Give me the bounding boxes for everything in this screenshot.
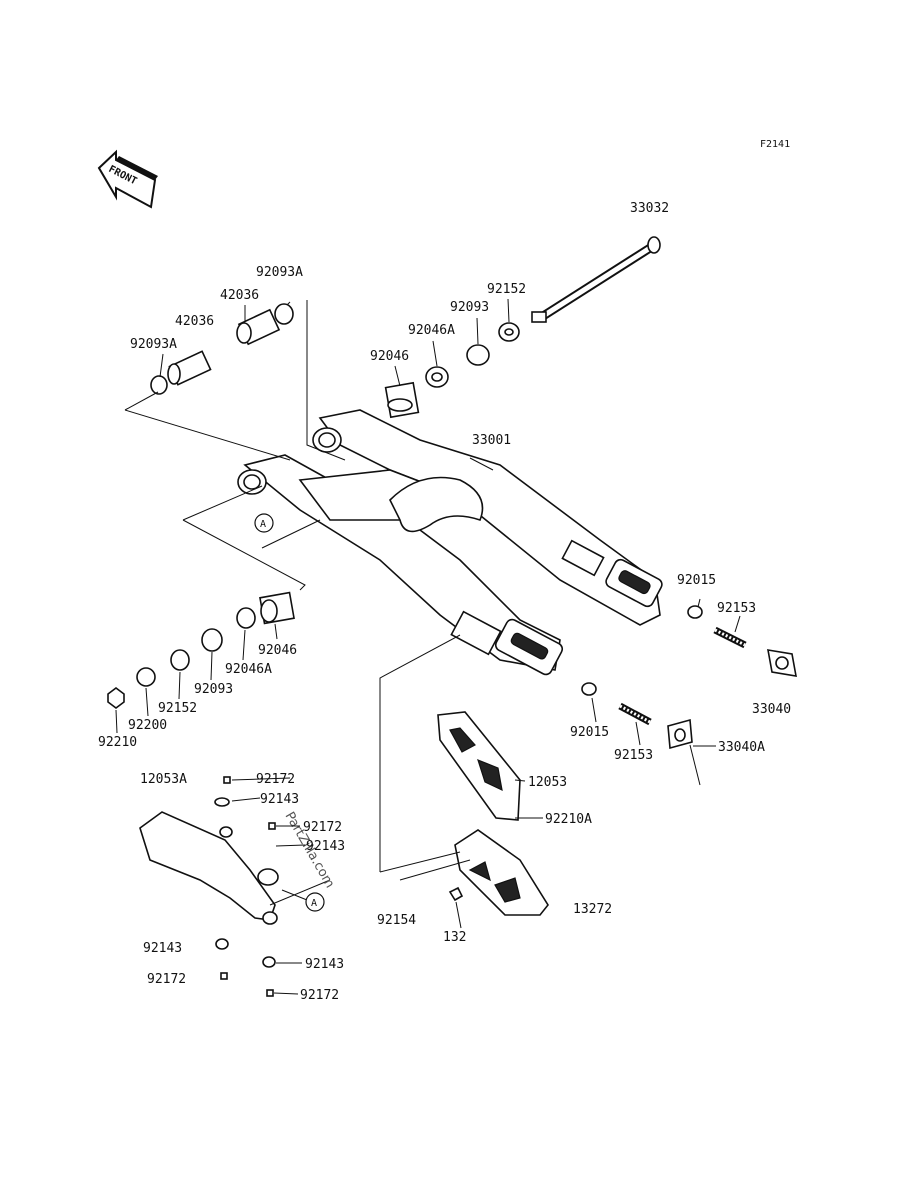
label-92015-lower: 92015: [570, 725, 609, 740]
figure-code: F2141: [760, 139, 790, 150]
swingarm-body: [237, 409, 663, 676]
label-92143-c: 92143: [143, 941, 182, 956]
label-92210: 92210: [98, 735, 137, 750]
label-92153-right: 92153: [717, 601, 756, 616]
svg-text:A: A: [311, 898, 317, 909]
label-92046-bottom: 92046: [258, 643, 297, 658]
label-92046a-bottom: 92046A: [225, 662, 272, 677]
pivot-shaft: [531, 236, 661, 323]
label-132: 132: [443, 930, 466, 945]
label-92172-c: 92172: [147, 972, 186, 987]
label-leaders: [115, 298, 741, 995]
label-92015-right: 92015: [677, 573, 716, 588]
label-92172-a: 92172: [256, 772, 295, 787]
label-92143-d: 92143: [305, 957, 344, 972]
label-12053: 12053: [528, 775, 567, 790]
label-33001: 33001: [472, 433, 511, 448]
label-33040a: 33040A: [718, 740, 765, 755]
label-13272: 13272: [573, 902, 612, 917]
label-92143-b: 92143: [306, 839, 345, 854]
label-92153-lower: 92153: [614, 748, 653, 763]
label-33040: 33040: [752, 702, 791, 717]
label-92093-top: 92093: [450, 300, 489, 315]
label-42036-left: 42036: [175, 314, 214, 329]
label-92154: 92154: [377, 913, 416, 928]
label-42036-top: 42036: [220, 288, 259, 303]
front-arrow-icon: FRONT: [97, 149, 158, 209]
label-92046-top: 92046: [370, 349, 409, 364]
label-33032: 33032: [630, 201, 669, 216]
reference-marker-a-lower: A: [305, 892, 325, 912]
svg-text:A: A: [260, 519, 266, 530]
label-92210a: 92210A: [545, 812, 592, 827]
label-92093a-top: 92093A: [256, 265, 303, 280]
label-92200: 92200: [128, 718, 167, 733]
chain-guide: [437, 711, 521, 821]
label-92152-top: 92152: [487, 282, 526, 297]
lower-hardware: [107, 591, 703, 709]
part-labels: 33032 92093A 42036 42036 92093A 92152 92…: [98, 201, 791, 1003]
label-92152-bottom: 92152: [158, 701, 197, 716]
reference-marker-a-upper: A: [254, 513, 274, 533]
label-92093-bottom: 92093: [194, 682, 233, 697]
label-92046a-top: 92046A: [408, 323, 455, 338]
chain-adjusters: [618, 626, 797, 750]
chain-slipper: [139, 776, 279, 997]
label-92143-a: 92143: [260, 792, 299, 807]
label-12053a: 12053A: [140, 772, 187, 787]
label-92172-b: 92172: [303, 820, 342, 835]
label-92093a-left: 92093A: [130, 337, 177, 352]
leader-lines: [124, 300, 701, 906]
upper-hardware: [150, 303, 520, 419]
guide-plate: [399, 829, 549, 916]
label-92172-d: 92172: [300, 988, 339, 1003]
